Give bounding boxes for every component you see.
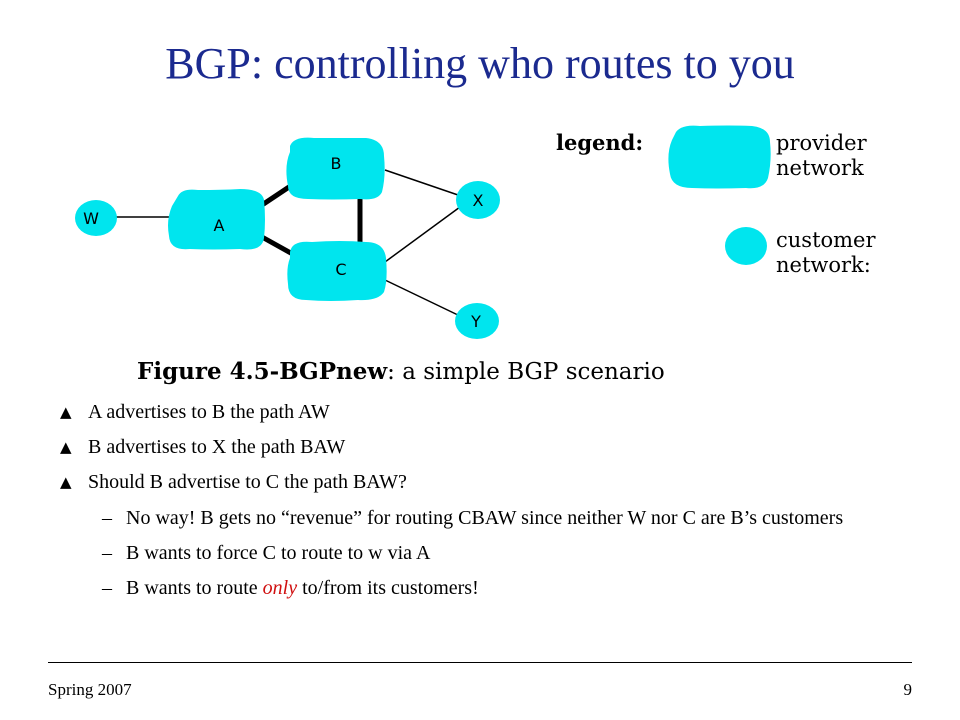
bullet-list: ▲ A advertises to B the path AW ▲ B advert… xyxy=(60,400,920,610)
bullet-item: ▲ Should B advertise to C the path BAW? xyxy=(60,470,920,494)
node-x xyxy=(456,181,500,219)
node-y xyxy=(455,303,499,339)
footer-date: Spring 2007 xyxy=(48,680,132,699)
link-b-x xyxy=(384,169,459,196)
node-w-label: W xyxy=(83,209,99,228)
link-c-x xyxy=(384,206,461,263)
figure-caption: Figure 4.5-BGPnew: a simple BGP scenario xyxy=(137,358,665,385)
slide-title: BGP: controlling who routes to you xyxy=(165,39,795,88)
sub-bullet-text-pre: B wants to route xyxy=(126,577,263,599)
bullet-item: ▲ A advertises to B the path AW xyxy=(60,400,920,424)
figure-caption-text: : a simple BGP scenario xyxy=(387,359,665,385)
bullet-item: ▲ B advertises to X the path BAW xyxy=(60,435,920,459)
bullet-text: B advertises to X the path BAW xyxy=(88,436,346,458)
dash-marker: – xyxy=(102,507,112,529)
node-a xyxy=(168,189,265,250)
legend-title: legend: xyxy=(556,130,644,155)
node-b-label: B xyxy=(331,154,342,173)
node-a-label: A xyxy=(214,216,225,235)
legend-customer-label: customer network: xyxy=(776,228,876,278)
node-y-label: Y xyxy=(470,312,481,331)
page-number: 9 xyxy=(903,680,913,699)
sub-bullet-item: –B wants to route only to/from its custo… xyxy=(60,575,920,601)
emphasis-only: only xyxy=(262,577,298,599)
node-b xyxy=(286,137,385,200)
bullet-text: A advertises to B the path AW xyxy=(88,401,330,423)
dash-marker: – xyxy=(102,577,112,599)
node-w xyxy=(75,200,117,236)
node-x-label: X xyxy=(473,191,484,210)
bullet-marker-icon: ▲ xyxy=(60,438,72,456)
legend-customer-line2: network: xyxy=(776,253,871,277)
link-c-y xyxy=(384,279,461,317)
legend-customer-shape xyxy=(725,227,767,265)
sub-bullet-text-post: to/from its customers! xyxy=(297,577,479,599)
sub-bullet-text: B wants to force C to route to w via A xyxy=(126,542,431,564)
legend-provider-line1: provider xyxy=(776,131,867,155)
sub-bullet-item: –No way! B gets no “revenue” for routing… xyxy=(60,505,920,531)
legend-customer-line1: customer xyxy=(776,228,876,252)
bullet-text: Should B advertise to C the path BAW? xyxy=(88,471,407,493)
sub-bullet-item: –B wants to force C to route to w via A xyxy=(60,540,920,566)
footer-divider xyxy=(48,662,912,663)
legend-provider-label: provider network xyxy=(776,131,867,181)
sub-bullet-text: No way! B gets no “revenue” for routing … xyxy=(126,507,844,529)
legend-provider-shape xyxy=(668,125,771,189)
figure-caption-label: Figure 4.5-BGPnew xyxy=(137,358,388,385)
node-c-label: C xyxy=(335,260,346,279)
bullet-marker-icon: ▲ xyxy=(60,473,72,491)
node-c xyxy=(287,241,387,301)
dash-marker: – xyxy=(102,542,112,564)
bullet-marker-icon: ▲ xyxy=(60,403,72,421)
legend-provider-line2: network xyxy=(776,156,864,180)
